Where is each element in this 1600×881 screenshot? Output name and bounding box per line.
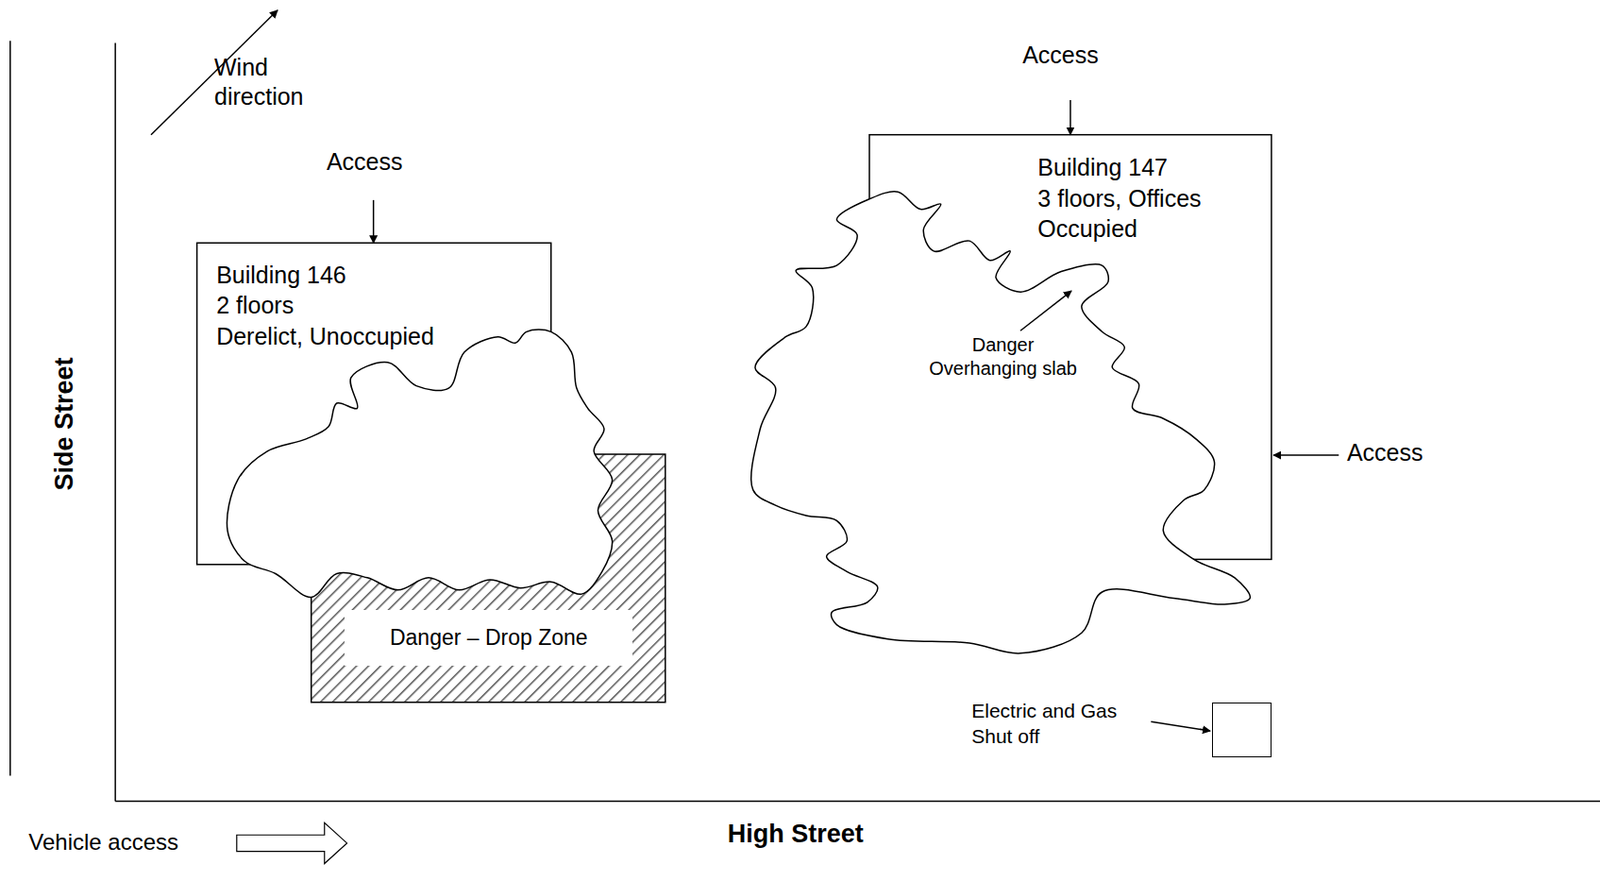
- drop-zone-patch: Danger – Drop Zone: [344, 609, 633, 665]
- street-edge: [114, 42, 117, 801]
- building-name: Building 146: [216, 259, 435, 291]
- street-edge: [9, 40, 12, 775]
- danger-label: Danger Overhanging slab: [915, 333, 1091, 381]
- building-detail: Derelict, Unoccupied: [216, 320, 435, 353]
- street-name: Side Street: [49, 356, 82, 490]
- rubble-outline: [751, 191, 1251, 654]
- access-arrow: [1069, 100, 1072, 135]
- shutoff-leader: [1150, 721, 1211, 731]
- vehicle-access-arrow: [236, 822, 348, 863]
- building-text: Building 1473 floors, OfficesOccupied: [1037, 151, 1201, 245]
- access-label: Access: [1022, 40, 1099, 70]
- drop-zone: Danger – Drop Zone: [311, 454, 666, 703]
- shutoff-label: Electric and Gas Shut off: [971, 697, 1151, 750]
- access-label: Access: [326, 147, 404, 177]
- building-detail: Occupied: [1037, 213, 1201, 245]
- street-name: High Street: [727, 818, 864, 851]
- building-box: Building 1462 floorsDerelict, Unoccupied: [197, 242, 552, 565]
- building-name: Building 147: [1037, 151, 1201, 184]
- rubble-outline: [226, 329, 612, 597]
- street-edge: [115, 800, 1600, 803]
- access-arrow: [372, 200, 375, 243]
- building-text: Building 1462 floorsDerelict, Unoccupied: [216, 259, 435, 353]
- building-box: Building 1473 floors, OfficesOccupied: [869, 134, 1272, 560]
- vehicle-access-label: Vehicle access: [28, 827, 179, 857]
- access-arrow: [1273, 454, 1339, 456]
- building-detail: 2 floors: [216, 289, 435, 321]
- wind-label: Wind direction: [214, 52, 337, 113]
- shutoff-box: Electric and Gas Shut off: [1212, 702, 1272, 758]
- access-label: Access: [1347, 437, 1424, 468]
- building-detail: 3 floors, Offices: [1037, 183, 1201, 215]
- danger-leader: [1020, 290, 1072, 331]
- drop-zone-label: Danger – Drop Zone: [389, 623, 589, 653]
